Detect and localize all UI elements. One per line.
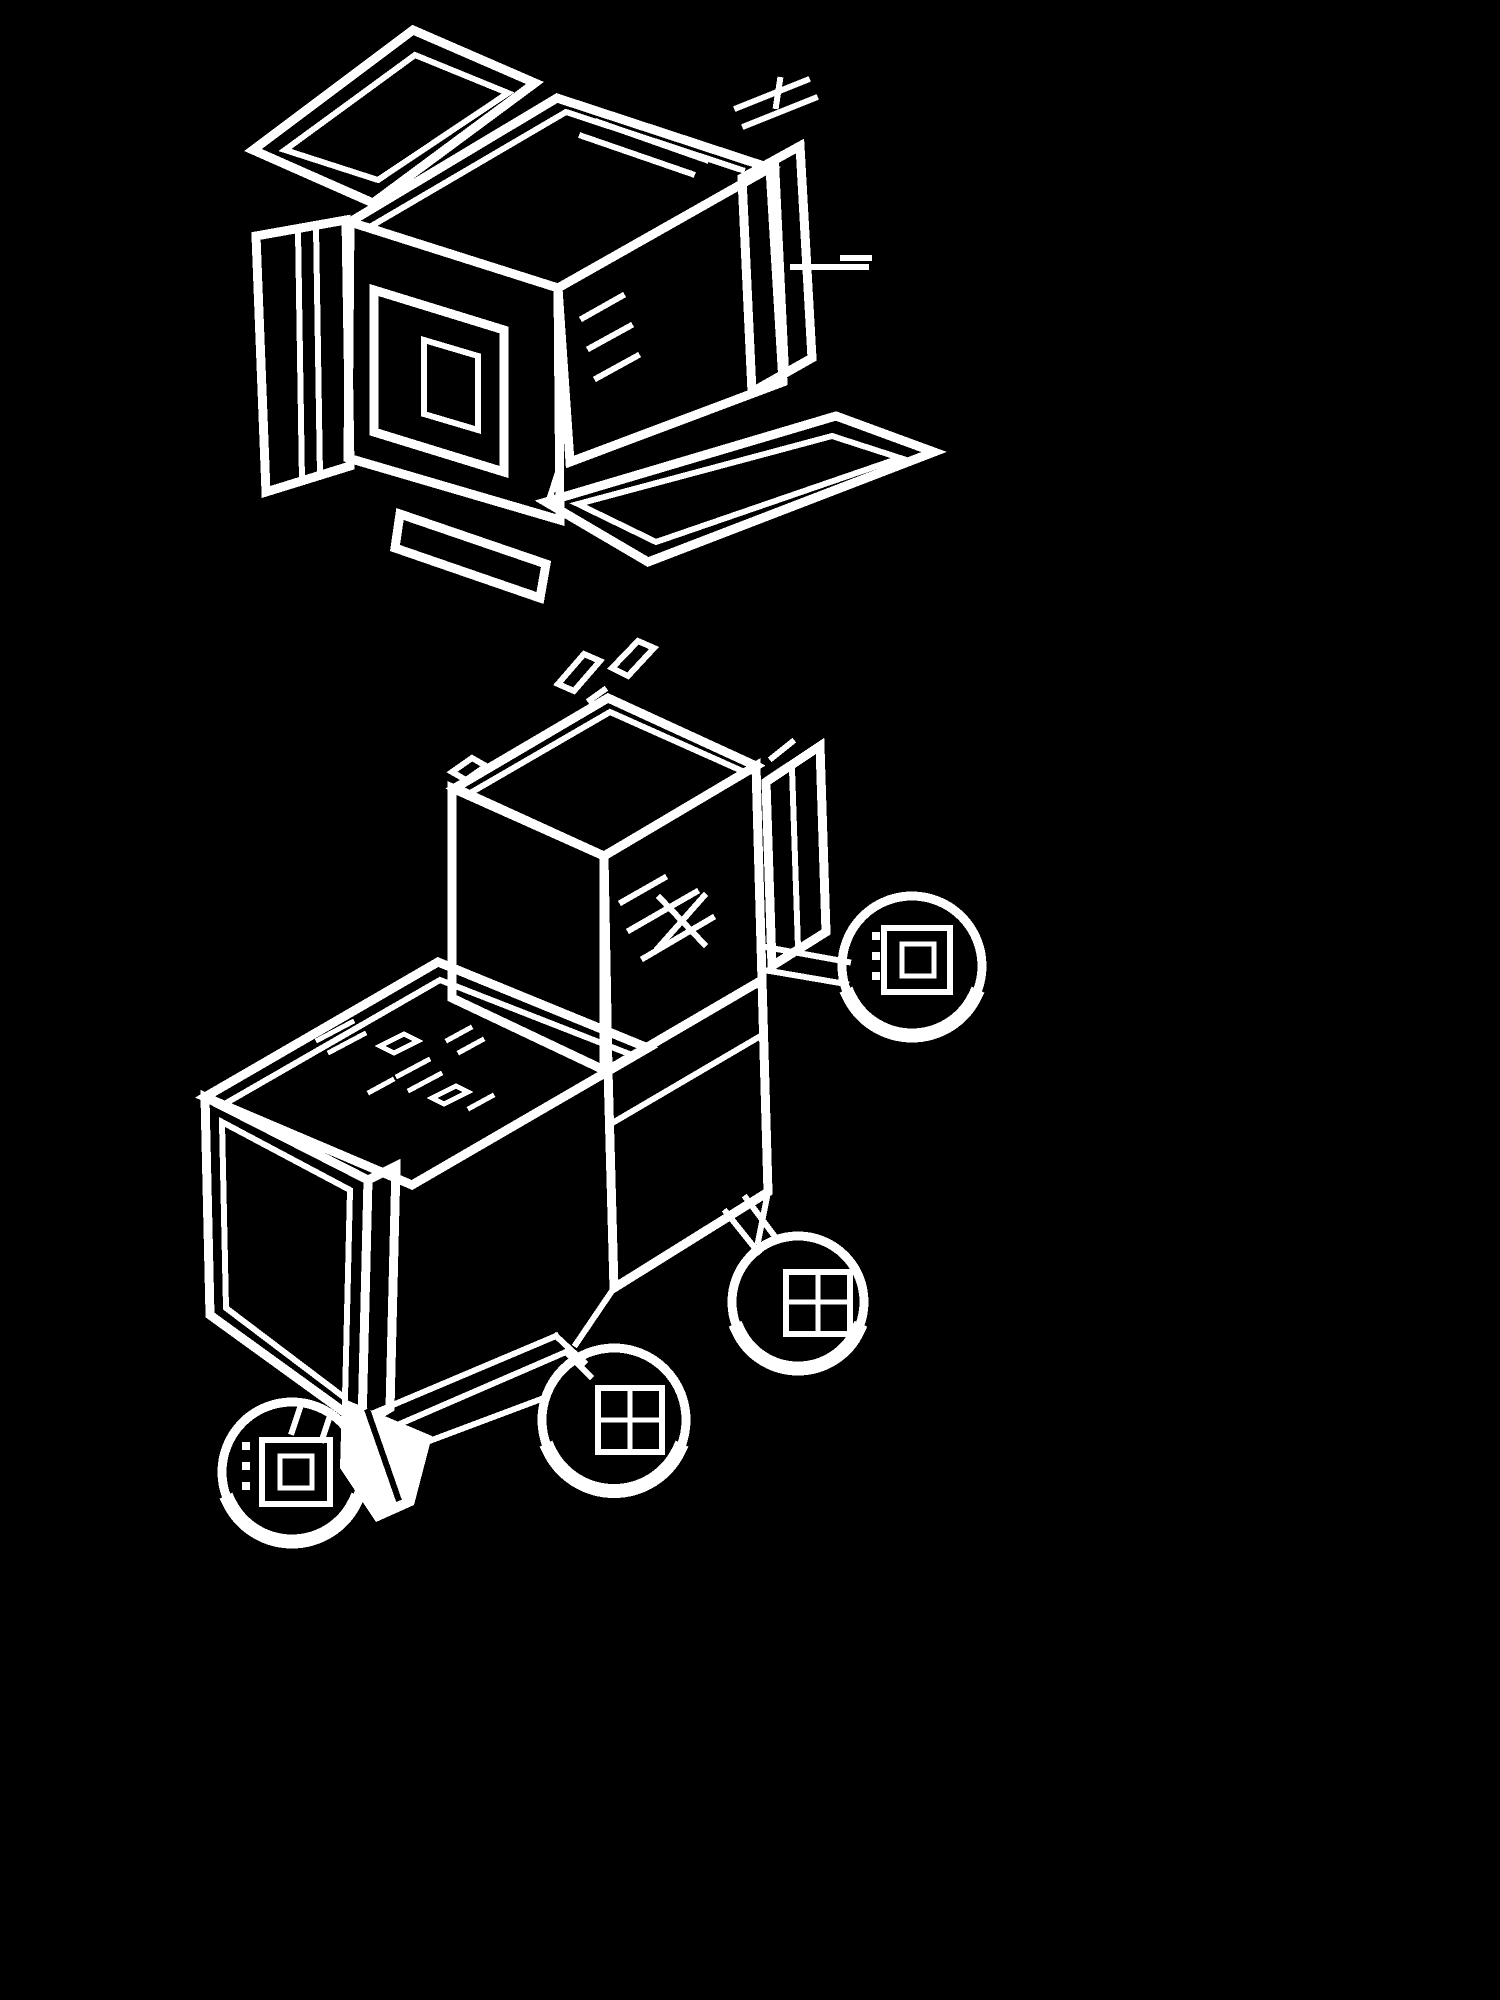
base-plinth — [390, 507, 552, 604]
side-panel-open — [761, 737, 831, 974]
top-control-marks-icon — [314, 1018, 496, 1112]
output-tray-open — [534, 411, 947, 567]
equipment-cart-figure — [194, 637, 987, 1549]
caster-detail-large-icon — [837, 891, 987, 1043]
printer-machine-figure — [244, 24, 947, 604]
right-access-panel — [733, 76, 819, 400]
open-lid-icon — [244, 24, 544, 209]
caster-middle-icon — [537, 1343, 691, 1498]
side-door-open — [251, 214, 355, 499]
top-latch-marks-icon — [553, 637, 660, 705]
machine-body — [339, 93, 788, 527]
front-frame-opening — [369, 283, 509, 479]
caster-arm — [756, 942, 852, 988]
cabinet-hatch-marks-icon — [617, 873, 717, 963]
feed-lever-line — [790, 255, 872, 270]
cart-mid-face — [571, 972, 773, 1349]
caster-right-icon — [721, 1193, 869, 1376]
vent-slats-icon — [578, 291, 642, 383]
upper-cabinet — [445, 692, 767, 1078]
caster-front-left-icon — [217, 1397, 432, 1549]
